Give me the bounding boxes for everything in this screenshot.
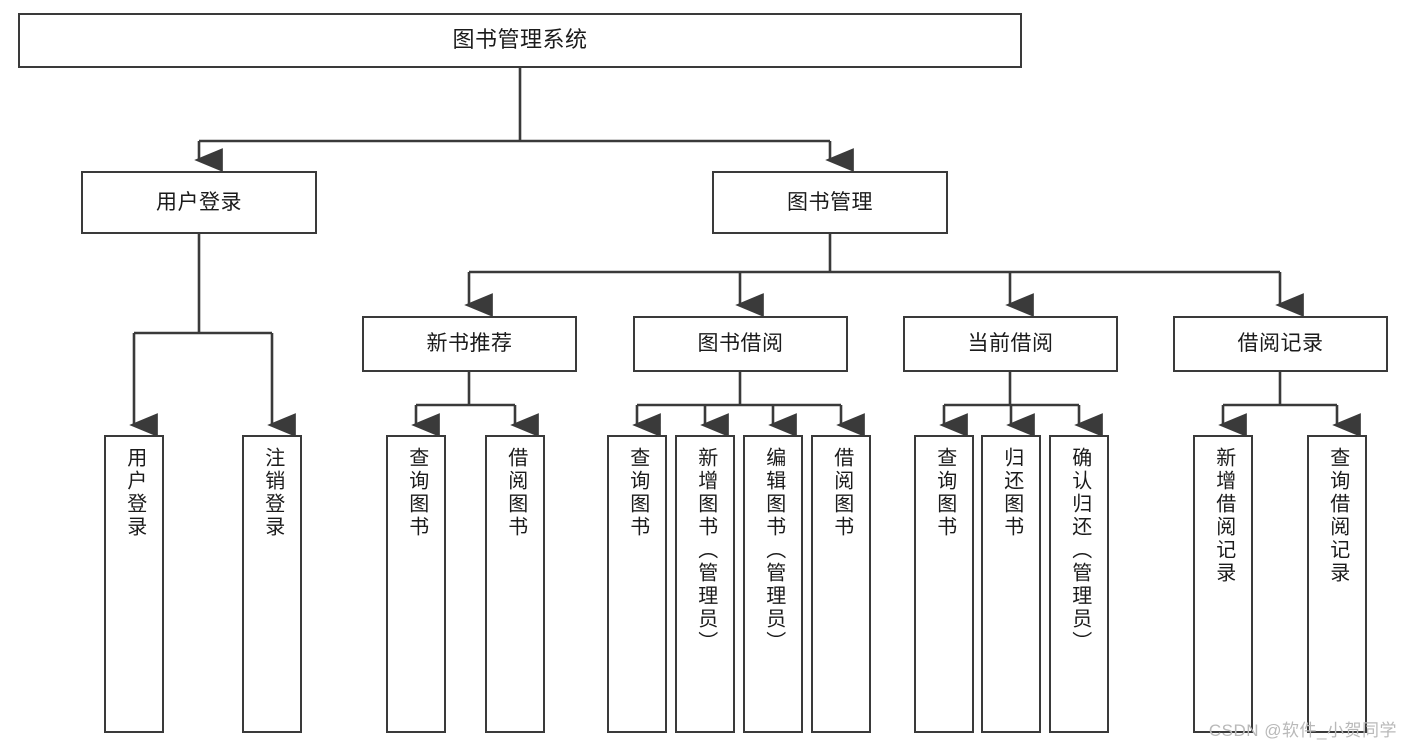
node-book-borrow[interactable]: 图书借阅 xyxy=(633,316,848,372)
node-current-borrow[interactable]: 当前借阅 xyxy=(903,316,1118,372)
node-leaf-borrow-book-1-label: 借阅图书 xyxy=(504,447,527,539)
node-leaf-query-record[interactable]: 查询借阅记录 xyxy=(1307,435,1367,733)
node-new-book-recommend[interactable]: 新书推荐 xyxy=(362,316,577,372)
node-leaf-query-record-label: 查询借阅记录 xyxy=(1326,447,1349,585)
node-book-manage[interactable]: 图书管理 xyxy=(712,171,948,234)
node-leaf-user-logout-label: 注销登录 xyxy=(261,447,284,539)
node-leaf-confirm-return-label: 确认归还（管理员） xyxy=(1068,447,1091,654)
node-new-book-recommend-label: 新书推荐 xyxy=(426,332,513,356)
node-current-borrow-label: 当前借阅 xyxy=(967,332,1054,356)
node-leaf-query-book-3-label: 查询图书 xyxy=(933,447,956,539)
node-book-borrow-label: 图书借阅 xyxy=(697,332,784,356)
node-leaf-query-book-1-label: 查询图书 xyxy=(405,447,428,539)
node-leaf-user-login[interactable]: 用户登录 xyxy=(104,435,164,733)
node-leaf-user-logout[interactable]: 注销登录 xyxy=(242,435,302,733)
node-leaf-query-book-1[interactable]: 查询图书 xyxy=(386,435,446,733)
node-leaf-user-login-label: 用户登录 xyxy=(123,447,146,539)
watermark: CSDN @软件_小贺同学 xyxy=(1208,721,1397,740)
node-leaf-borrow-book-2[interactable]: 借阅图书 xyxy=(811,435,871,733)
node-user-login[interactable]: 用户登录 xyxy=(81,171,317,234)
node-leaf-return-book-label: 归还图书 xyxy=(1000,447,1023,539)
node-borrow-record[interactable]: 借阅记录 xyxy=(1173,316,1388,372)
node-leaf-add-book-label: 新增图书（管理员） xyxy=(694,447,717,654)
node-leaf-confirm-return[interactable]: 确认归还（管理员） xyxy=(1049,435,1109,733)
node-leaf-add-book[interactable]: 新增图书（管理员） xyxy=(675,435,735,733)
node-leaf-query-book-2-label: 查询图书 xyxy=(626,447,649,539)
node-leaf-edit-book-label: 编辑图书（管理员） xyxy=(762,447,785,654)
node-leaf-borrow-book-2-label: 借阅图书 xyxy=(830,447,853,539)
node-leaf-query-book-3[interactable]: 查询图书 xyxy=(914,435,974,733)
node-leaf-borrow-book-1[interactable]: 借阅图书 xyxy=(485,435,545,733)
node-leaf-query-book-2[interactable]: 查询图书 xyxy=(607,435,667,733)
node-leaf-return-book[interactable]: 归还图书 xyxy=(981,435,1041,733)
node-leaf-edit-book[interactable]: 编辑图书（管理员） xyxy=(743,435,803,733)
node-borrow-record-label: 借阅记录 xyxy=(1237,332,1324,356)
node-user-login-label: 用户登录 xyxy=(156,190,242,214)
node-leaf-add-record-label: 新增借阅记录 xyxy=(1212,447,1235,585)
node-book-manage-label: 图书管理 xyxy=(787,190,873,214)
node-root-label: 图书管理系统 xyxy=(452,27,588,53)
node-root[interactable]: 图书管理系统 xyxy=(18,13,1022,68)
node-leaf-add-record[interactable]: 新增借阅记录 xyxy=(1193,435,1253,733)
